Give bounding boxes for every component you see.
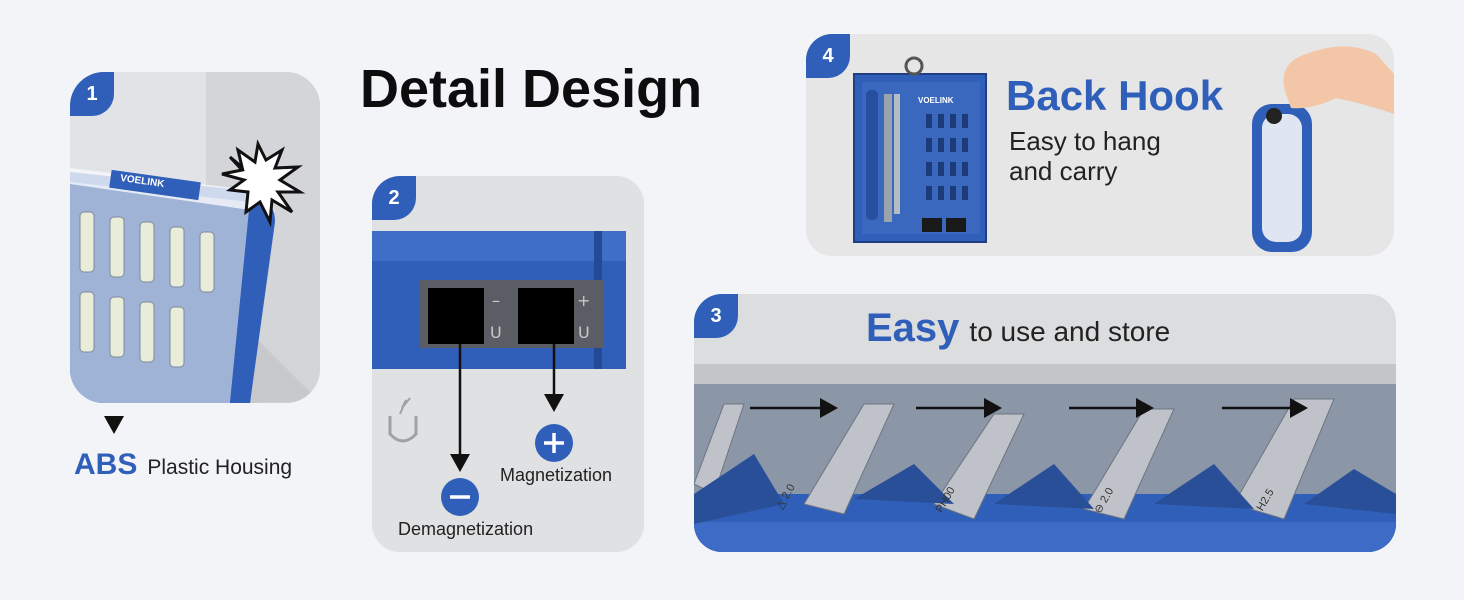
- abs-caption: ABS Plastic Housing: [74, 448, 292, 482]
- abs-label: ABS: [74, 448, 138, 481]
- step-badge-4: 4: [806, 34, 850, 78]
- plastic-housing-label: Plastic Housing: [147, 456, 293, 479]
- description-line-1: Easy to hang: [1009, 126, 1161, 156]
- description-line-2: and carry: [1009, 156, 1118, 186]
- svg-text:+: +: [577, 291, 590, 310]
- arrow-down-icon: [104, 416, 124, 434]
- easy-store-title: Easy to use and store: [866, 306, 1170, 351]
- case-front-image: [853, 46, 1394, 252]
- svg-text:U: U: [578, 323, 590, 342]
- demagnetization-label: Demagnetization: [398, 519, 534, 539]
- svg-text:U: U: [490, 323, 502, 342]
- page-title: Detail Design: [360, 59, 703, 119]
- step-badge-3: 3: [694, 294, 738, 338]
- use-store-label: to use and store: [969, 316, 1171, 347]
- magnet-icon: [388, 397, 418, 443]
- case-lid-image: [70, 72, 320, 403]
- easy-store-panel: 3 Easy to use and store △ 2.0 PH00 ⊖ 2.0…: [694, 294, 1396, 552]
- back-hook-title: Back Hook: [1006, 72, 1224, 119]
- step-badge-2: 2: [372, 176, 416, 220]
- abs-housing-panel: 1 VOELINK: [70, 72, 320, 403]
- step-badge-1: 1: [70, 72, 114, 116]
- magnetizer-panel: – + U U 2 Magnetization Demagnetization: [372, 176, 644, 552]
- easy-label: Easy: [866, 306, 960, 350]
- back-hook-panel: 4 VOELINK Back Hook Easy to hang and car…: [806, 34, 1394, 256]
- bit-rack-image: [694, 294, 1396, 552]
- magnetization-label: Magnetization: [500, 465, 613, 485]
- svg-text:–: –: [492, 291, 500, 310]
- case-brand-label: VOELINK: [918, 96, 954, 105]
- minus-icon: [441, 478, 479, 516]
- back-hook-description: Easy to hang and carry: [1009, 126, 1161, 186]
- magnetizer-image: – + U U: [372, 176, 644, 552]
- plus-icon: [535, 424, 573, 462]
